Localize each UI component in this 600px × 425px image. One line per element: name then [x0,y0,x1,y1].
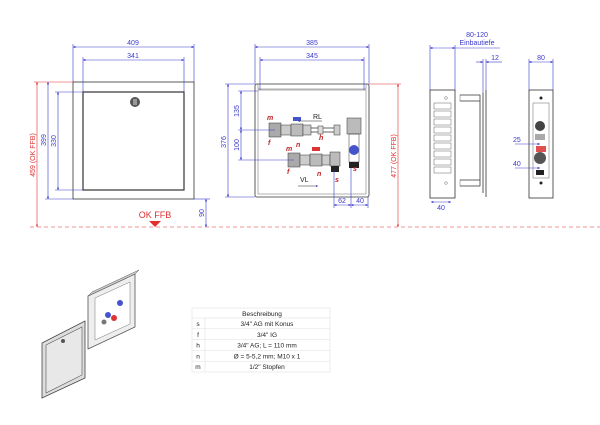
dim-25: 25 [513,137,521,144]
dim-front-height-outer: 399 [41,134,48,146]
part-label-f-upper: f [268,140,271,147]
dim-pipe-spacing: 100 [234,139,241,151]
dim-open-width-outer: 385 [306,40,318,47]
part-label-f-lower: f [287,169,290,176]
dim-depth-range: 80-120 [466,32,488,39]
dim-front-height-ffb: 459 (OK FFB) [30,133,37,177]
table-code: f [197,332,199,339]
open-view: RL VL m f n h s m f n s 385 345 376 135 … [221,40,401,227]
isometric-view [41,269,140,399]
front-view: 409 341 459 (OK FFB) 399 330 90 OK FFB [30,40,210,227]
table-desc: 3/4" AG mit Konus [241,321,295,328]
dim-open-height-ffb: 477 (OK FFB) [391,134,398,178]
part-label-m-lower: m [286,146,292,153]
part-label-m-upper: m [267,115,273,122]
table-desc: 3/4" IG [257,332,277,339]
dim-side-bottom: 40 [437,205,445,212]
door-panel [82,91,185,191]
flow-line-assembly [287,147,341,172]
dim-40: 40 [356,198,364,205]
dim-front-height-inner: 330 [51,135,58,147]
dim-upper-offset: 135 [234,105,241,117]
part-label-s-lower: s [335,177,339,184]
part-label-n-upper: n [296,142,300,149]
part-label-s-right: s [353,166,357,173]
flow-label: VL [300,177,309,184]
dim-40-right: 40 [513,161,521,168]
frame-outer [72,81,195,200]
dim-depth-right: 80 [537,55,545,62]
table-desc: 3/4" AG; L = 110 mm [237,343,297,350]
dim-open-width-inner: 345 [306,53,318,60]
table-code: h [196,343,200,350]
dim-floor-offset: 90 [199,209,206,217]
side-views: 80-120 Einbautiefe 40 12 80 25 40 [429,32,554,212]
table-desc: Ø = 5-5,2 mm; M10 x 1 [234,353,301,360]
table-code: n [196,353,200,360]
dim-flange: 12 [491,55,499,62]
floor-marker-icon [149,221,161,227]
dim-open-height: 376 [221,136,228,148]
part-label-n-lower: n [317,171,321,178]
dim-front-width-inner: 341 [127,53,139,60]
table-code: s [196,321,200,328]
table-code: m [195,364,200,371]
lock-icon [130,97,140,107]
floor-label: OK FFB [139,210,172,220]
table-header: Beschreibung [242,311,282,318]
return-label: RL [313,114,322,121]
dim-62: 62 [338,198,346,205]
table-desc: 1/2" Stopfen [249,364,285,371]
dim-front-width-outer: 409 [127,40,139,47]
dim-depth-label: Einbautiefe [459,40,494,47]
legend-table: Beschreibung s 3/4" AG mit Konus f 3/4" … [191,307,331,373]
part-label-h: h [319,135,323,142]
